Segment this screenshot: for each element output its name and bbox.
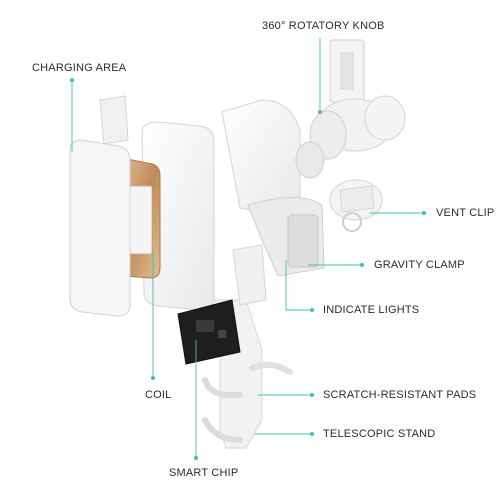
label-charging-area: CHARGING AREA [32,62,127,74]
leader-dot-scratch-resistant-pads [310,393,314,397]
leader-lines [70,38,426,460]
label-scratch-resistant-pads: SCRATCH-RESISTANT PADS [323,389,477,401]
leader-indicate-lights [285,260,312,311]
label-indicate-lights: INDICATE LIGHTS [323,304,420,316]
leader-dot-rotatory-knob [318,110,322,114]
leader-dot-vent-clip [422,211,426,215]
label-smart-chip: SMART CHIP [169,467,239,479]
smart-chip [177,299,241,365]
label-gravity-clamp: GRAVITY CLAMP [374,259,465,271]
leader-dot-coil [151,376,155,380]
leader-dot-gravity-clamp [360,263,364,267]
rotatory-knob [295,39,406,179]
front-cover [69,139,131,317]
leader-dot-charging-area [70,78,74,82]
leader-dot-smart-chip [194,456,198,460]
label-telescopic-stand: TELESCOPIC STAND [323,428,436,440]
leader-dot-indicate-lights [310,308,314,312]
gravity-clamp [247,197,325,277]
label-vent-clip: VENT CLIP [436,207,495,219]
label-coil: COIL [145,389,172,401]
telescopic-stand [202,361,293,443]
leader-dot-telescopic-stand [310,432,314,436]
label-rotatory-knob: 360° ROTATORY KNOB [262,20,385,32]
vent-clip [329,179,383,232]
